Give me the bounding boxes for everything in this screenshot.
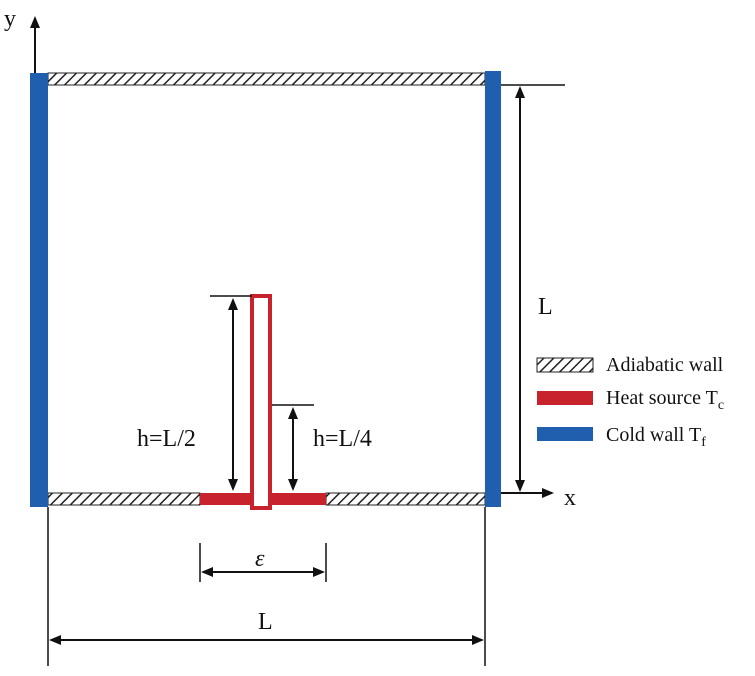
fin-long-dim-label: h=L/2: [137, 426, 196, 452]
height-dim-label: L: [538, 294, 553, 320]
legend-label-adiabatic: Adiabatic wall: [606, 354, 724, 376]
legend-swatch-heat-source: [537, 391, 593, 405]
source-width-label: ε: [255, 546, 265, 572]
legend-label-cold-wall: Cold wall Tf: [606, 424, 706, 450]
fin-short-dim-label: h=L/4: [313, 426, 372, 452]
width-dim-label: L: [258, 609, 273, 635]
legend-swatch-adiabatic: [536, 357, 594, 373]
right-cold-wall: [485, 71, 501, 507]
bottom-adiabatic-wall-left: [47, 492, 201, 506]
legend-heat-source-sub: c: [718, 398, 724, 413]
y-axis-label: y: [4, 6, 16, 32]
x-axis-label: x: [564, 485, 576, 511]
bottom-adiabatic-wall-right: [325, 492, 486, 506]
legend-cold-wall-main: Cold wall T: [606, 424, 701, 446]
left-cold-wall: [30, 73, 48, 507]
legend-heat-source-main: Heat source T: [606, 387, 718, 409]
legend-swatch-cold-wall: [537, 427, 593, 441]
top-adiabatic-wall: [47, 72, 486, 86]
legend: Adiabatic wall Heat source Tc Cold wall …: [536, 354, 724, 450]
legend-cold-wall-sub: f: [701, 435, 706, 450]
legend-label-heat-source: Heat source Tc: [606, 387, 724, 413]
heat-source-fin: [250, 294, 272, 510]
